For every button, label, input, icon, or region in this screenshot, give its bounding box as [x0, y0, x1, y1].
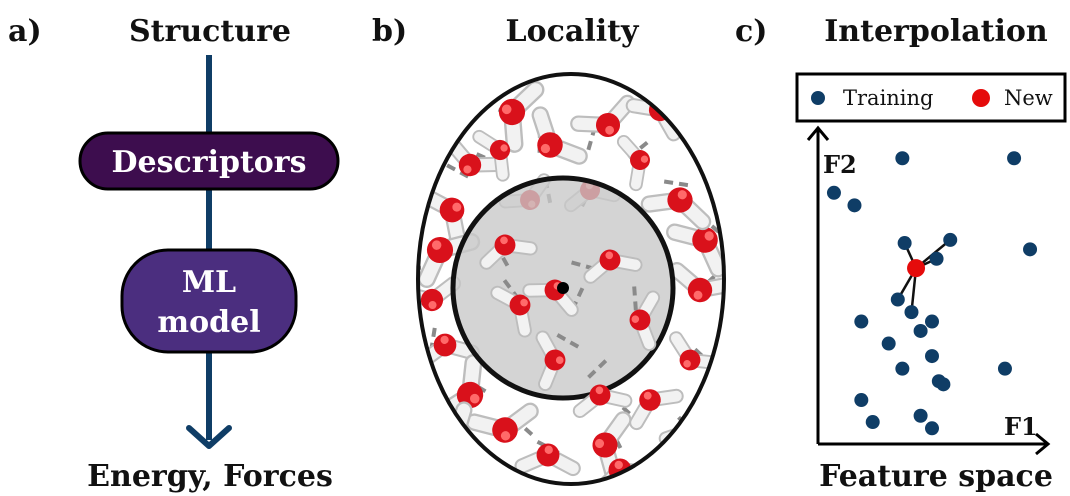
water-molecule: [668, 262, 724, 303]
training-point: [913, 323, 928, 338]
training-point: [881, 336, 896, 351]
training-point: [925, 421, 939, 436]
water-molecule: [583, 249, 643, 284]
training-point: [895, 151, 910, 166]
water-molecule: [570, 94, 636, 138]
training-point: [890, 292, 905, 307]
training-point: [913, 408, 928, 423]
hydrogen-bond: [441, 428, 469, 447]
hydrogen-bond: [584, 359, 608, 382]
training-point: [854, 393, 869, 408]
training-point: [1023, 242, 1038, 257]
training-points: [826, 151, 1038, 436]
panel-b: b) Locality: [372, 14, 726, 486]
environment-ellipse: [416, 72, 726, 486]
panel-a-label: a): [8, 14, 42, 49]
water-molecule: [522, 279, 579, 317]
water-molecule: [514, 443, 581, 477]
panel-c-label: c): [735, 14, 767, 49]
water-molecule: [616, 134, 650, 192]
descriptors-box: [78, 131, 340, 191]
water-molecule: [629, 290, 661, 352]
water-molecule: [479, 234, 538, 270]
water-molecule: [535, 330, 566, 392]
output-label: Energy, Forces: [87, 459, 333, 494]
x-axis-label: F1: [1004, 412, 1038, 441]
water-molecule: [531, 106, 588, 165]
water-molecule: [666, 223, 724, 278]
panel-a: a) Structure Descriptors ML model Energy…: [8, 14, 340, 494]
panel-c: c) Interpolation Training New F2 F1 Feat…: [735, 14, 1067, 494]
panel-b-title: Locality: [506, 14, 640, 49]
training-point: [826, 185, 841, 200]
legend-training-label: Training: [843, 86, 934, 110]
training-point: [997, 361, 1012, 376]
panel-c-title: Interpolation: [824, 14, 1048, 49]
training-point: [1007, 151, 1022, 166]
new-point: [907, 259, 926, 278]
training-point: [929, 251, 944, 266]
y-axis-arrow-icon: [806, 125, 830, 141]
training-point: [904, 305, 919, 320]
hydrogen-bond: [556, 333, 583, 351]
hydrogen-bond: [632, 286, 639, 315]
training-point: [847, 198, 862, 213]
legend-box: [795, 72, 1067, 123]
training-point: [925, 349, 939, 364]
water-molecule: [465, 402, 539, 443]
water-molecule: [472, 129, 511, 182]
ml-model-label-line1: ML: [182, 265, 236, 300]
training-point: [865, 415, 880, 430]
water-molecule: [498, 80, 545, 153]
water-molecule: [640, 187, 712, 231]
training-point: [897, 236, 912, 251]
training-point: [943, 232, 958, 247]
panel-a-title: Structure: [129, 14, 291, 49]
hydrogen-bond: [663, 179, 693, 188]
descriptors-label: Descriptors: [112, 145, 307, 180]
ml-model-box: [120, 248, 298, 354]
water-molecule: [572, 384, 633, 419]
water-molecule: [490, 285, 532, 338]
ml-model-label-line2: model: [157, 305, 260, 340]
training-point: [895, 361, 910, 376]
training-point: [854, 314, 869, 329]
panel-b-label: b): [372, 14, 407, 49]
nearest-neighbor-lines: [896, 238, 952, 313]
training-point: [925, 314, 939, 329]
inner-water-molecules: [479, 234, 661, 419]
central-atom: [557, 282, 569, 294]
water-molecule: [629, 388, 684, 431]
legend-new-label: New: [1004, 86, 1053, 110]
y-axis-label: F2: [823, 150, 857, 179]
legend-training-marker: [811, 91, 825, 105]
hydrogen-bond: [446, 163, 473, 181]
legend-new-marker: [972, 89, 990, 107]
training-point: [936, 377, 951, 392]
pipeline-arrowhead-icon: [186, 425, 232, 449]
feature-space-caption: Feature space: [819, 459, 1053, 494]
x-axis-arrow-icon: [1035, 432, 1051, 456]
